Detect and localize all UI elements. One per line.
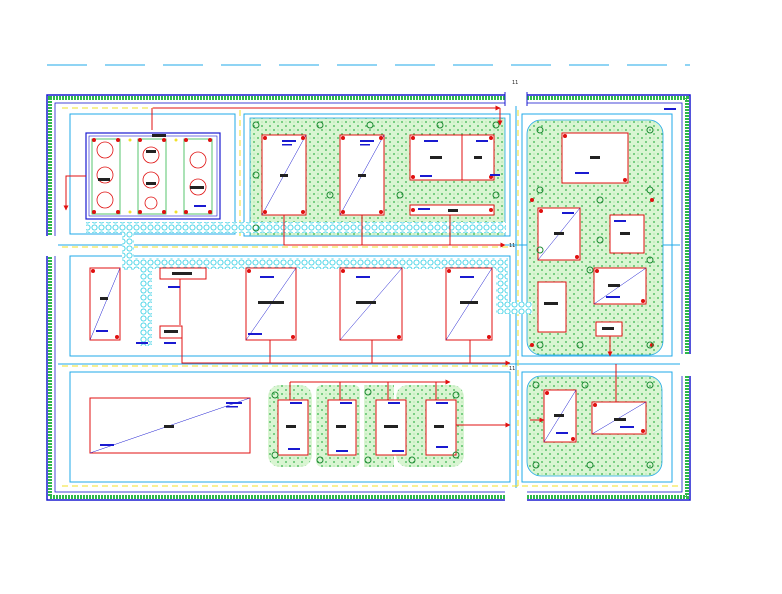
dim-right-low: 11	[509, 366, 515, 372]
building-name-marks	[98, 134, 630, 428]
dimension-labels: 11 11 11	[509, 80, 518, 372]
tree-markers	[252, 121, 654, 469]
node-markers	[91, 134, 654, 441]
tank-bay-3	[183, 138, 213, 215]
building-d5	[537, 281, 567, 333]
building-c2	[277, 399, 309, 456]
pipe-corridor	[86, 222, 532, 346]
boundary-wall	[44, 92, 694, 503]
tank-bay-1	[91, 138, 121, 215]
dim-top-gate: 11	[512, 80, 518, 86]
flow-arrows	[63, 105, 617, 428]
annotation-marks	[96, 108, 676, 452]
dim-right-mid: 11	[509, 243, 515, 249]
tank-area	[85, 132, 221, 220]
